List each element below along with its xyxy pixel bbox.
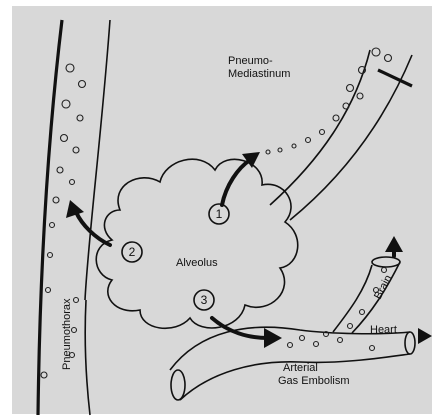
arterial-label-line1: Arterial — [283, 362, 318, 374]
pneumo-mediastinum-label-line2: Mediastinum — [228, 68, 290, 80]
pneumo-mediastinum-label-line1: Pneumo- — [228, 55, 273, 67]
marker-3: 3 — [201, 293, 208, 307]
marker-2: 2 — [129, 245, 136, 259]
pneumothorax-label: Pneumothorax — [61, 298, 73, 370]
arterial-label-line2: Gas Embolism — [278, 375, 350, 387]
heart-label: Heart — [370, 324, 397, 336]
marker-1: 1 — [216, 207, 223, 221]
alveolus-label: Alveolus — [176, 257, 218, 269]
